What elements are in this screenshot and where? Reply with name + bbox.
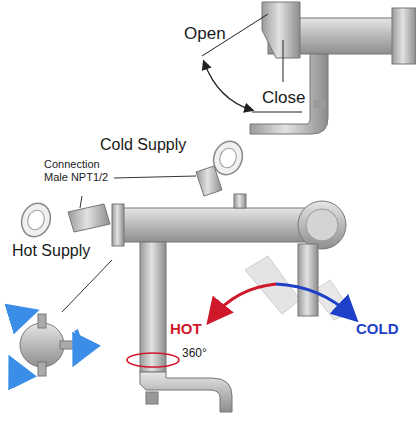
- connection-note: Connection Male NPT1/2: [44, 158, 116, 183]
- supply-label: Hot Supply: [12, 242, 90, 260]
- temperature-label: HOT: [170, 320, 202, 337]
- state-label: Open: [184, 24, 226, 44]
- state-label: Close: [262, 88, 305, 108]
- rotation-label: 360°: [182, 346, 207, 360]
- supply-label: Cold Supply: [100, 136, 186, 154]
- temperature-label: COLD: [356, 320, 399, 337]
